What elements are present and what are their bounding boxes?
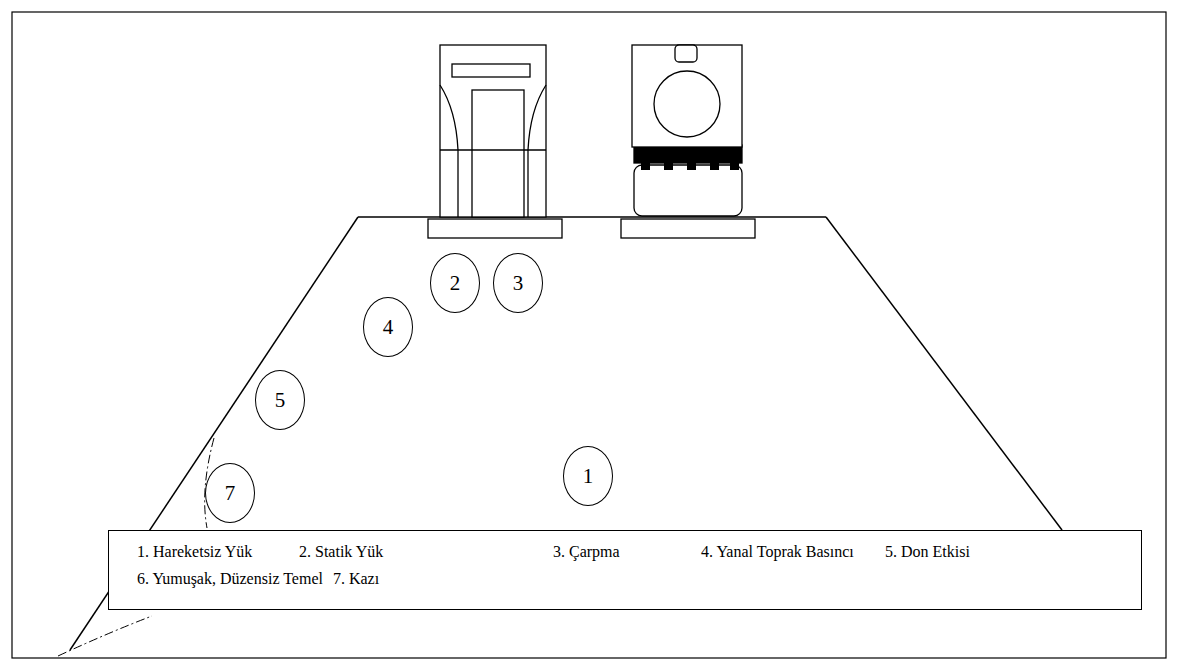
legend-entry: 5. Don Etkisi [885, 543, 970, 561]
locomotive [621, 45, 755, 238]
truck [428, 45, 562, 238]
legend-entry: 7. Kazı [333, 570, 379, 588]
callout-number: 1 [583, 466, 594, 487]
callout-circle: 7 [205, 463, 255, 523]
legend-entry: 3. Çarpma [553, 543, 620, 561]
callout-number: 4 [383, 317, 394, 338]
callout-number: 5 [275, 390, 286, 411]
callout-circle: 4 [363, 297, 413, 357]
callout-circle: 2 [430, 253, 480, 313]
legend-entry: 4. Yanal Toprak Basıncı [701, 543, 854, 561]
legend-entry: 6. Yumuşak, Düzensiz Temel [137, 570, 323, 588]
legend-entry: 2. Statik Yük [299, 543, 383, 561]
callout-circle: 1 [563, 446, 613, 506]
callout-number: 2 [450, 273, 461, 294]
legend-entry: 1. Hareketsiz Yük [137, 543, 252, 561]
legend-box: 1. Hareketsiz Yük 2. Statik Yük 3. Çarpma 4… [108, 530, 1142, 610]
outer-frame [12, 12, 1166, 658]
callout-circle: 5 [255, 370, 305, 430]
callout-circle: 3 [493, 253, 543, 313]
callout-number: 3 [513, 273, 524, 294]
callout-number: 7 [225, 483, 236, 504]
